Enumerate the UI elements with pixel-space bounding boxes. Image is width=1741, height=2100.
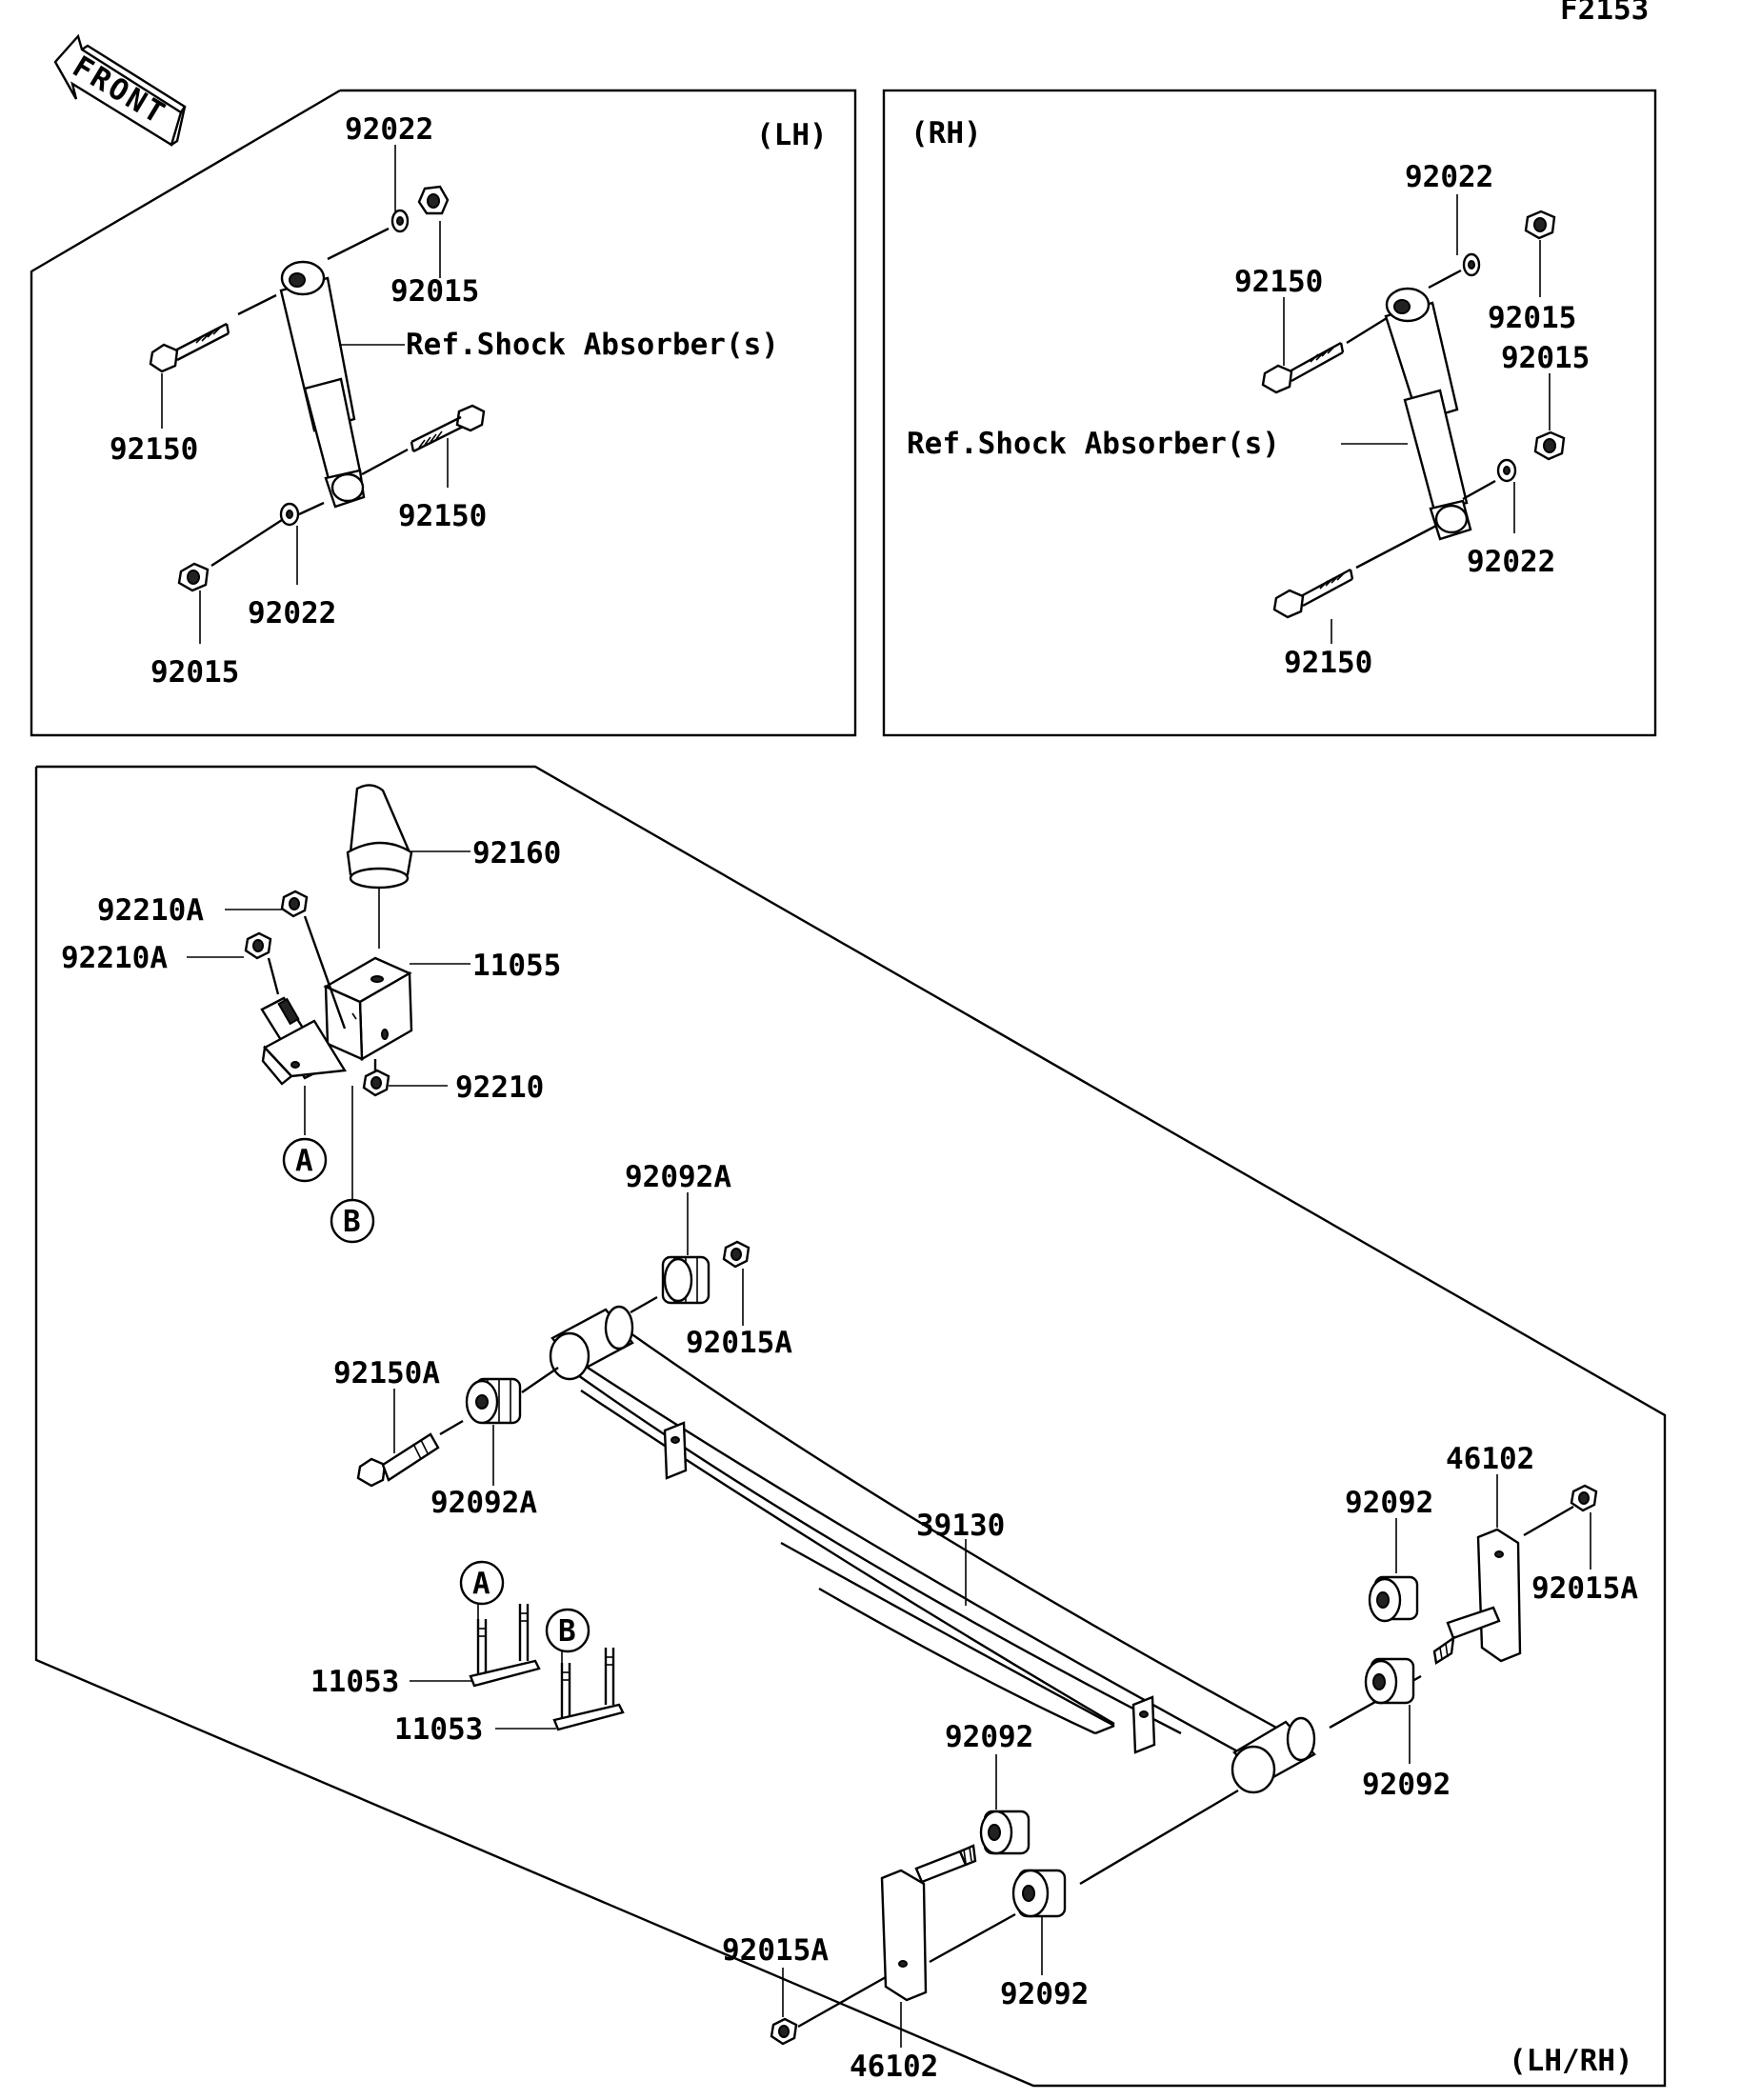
- nut-92015a-bottom: [770, 2017, 798, 2046]
- bracket-left: [260, 996, 348, 1086]
- lh-bolt-left: [149, 322, 230, 373]
- lh-nut-bottom: [177, 562, 210, 592]
- callout-92150a: 92150A: [333, 1356, 440, 1390]
- callout-92015a-right: 92015A: [1531, 1571, 1638, 1606]
- leaf-spring-panel: (LH/RH): [34, 765, 1667, 2088]
- rh-panel: (RH): [882, 89, 1657, 737]
- bushing-92092-mid: [979, 1810, 1031, 1855]
- bump-stop: [346, 784, 413, 890]
- nut-92015a-right: [1570, 1484, 1598, 1512]
- callout-92092-right-bottom: 92092: [1362, 1768, 1451, 1802]
- marker-b-top: B: [330, 1198, 375, 1244]
- bolt-92150a: [356, 1432, 440, 1488]
- front-arrow-icon: FRONT: [53, 33, 187, 147]
- bushing-92092a-top: [661, 1255, 710, 1305]
- marker-b-top-label: B: [343, 1205, 361, 1239]
- callout-46102-bottom: 46102: [850, 2050, 938, 2084]
- callout-11055: 11055: [472, 949, 561, 983]
- callout-92210: 92210: [455, 1070, 544, 1105]
- callout-92092-right-top: 92092: [1345, 1486, 1433, 1520]
- marker-a-bottom: A: [459, 1560, 505, 1606]
- marker-a-top-label: A: [295, 1144, 313, 1178]
- shackle-bottom: [880, 1844, 977, 2002]
- rh-shock-absorber: [1384, 287, 1472, 541]
- bushing-92092a-bottom: [465, 1377, 522, 1425]
- callout-rh-92150-bottom: 92150: [1284, 646, 1372, 680]
- bushing-92092-bottom: [1011, 1869, 1067, 1918]
- rh-nut-top: [1524, 210, 1556, 240]
- bottom-panel-label: (LH/RH): [1509, 2044, 1633, 2078]
- marker-a-top: A: [282, 1137, 328, 1183]
- callout-92210a-2: 92210A: [61, 941, 168, 975]
- callout-lh-92022-bottom: 92022: [248, 596, 336, 630]
- lh-nut-top: [417, 185, 450, 215]
- callout-lh-92150-left: 92150: [110, 432, 198, 467]
- nut-92210a-2: [244, 931, 272, 960]
- ref-shock-absorber-rh: Ref.Shock Absorber(s): [907, 427, 1280, 461]
- callout-92092a-top: 92092A: [625, 1160, 731, 1194]
- bushing-92092-right-bottom: [1364, 1657, 1415, 1705]
- rh-bolt-bottom: [1272, 568, 1354, 619]
- callout-lh-92150-right: 92150: [398, 499, 487, 533]
- callout-92160: 92160: [472, 836, 561, 870]
- ref-shock-absorber-lh: Ref.Shock Absorber(s): [406, 328, 779, 362]
- callout-92092-bottom: 92092: [1000, 1977, 1089, 2011]
- leaf-spring: [549, 1305, 1316, 1794]
- callout-92015a-bottom: 92015A: [722, 1933, 829, 1968]
- marker-a-bottom-label: A: [472, 1567, 490, 1601]
- figure-id: F2153: [1560, 0, 1649, 27]
- u-bolt-b: [552, 1648, 625, 1731]
- callout-rh-92015-mid: 92015: [1501, 341, 1590, 375]
- lh-panel-label: (LH): [756, 118, 828, 152]
- rh-nut-mid: [1533, 430, 1566, 461]
- callout-11053-2: 11053: [394, 1712, 483, 1747]
- callout-92092-mid: 92092: [945, 1720, 1033, 1754]
- callout-lh-92015-bottom: 92015: [150, 655, 239, 690]
- nut-92210: [362, 1069, 390, 1097]
- lh-panel: (LH): [30, 89, 857, 737]
- callout-lh-92022-top: 92022: [345, 112, 433, 147]
- marker-b-bottom-label: B: [558, 1614, 576, 1649]
- callout-46102-right: 46102: [1446, 1442, 1534, 1476]
- callout-92210a-1: 92210A: [97, 893, 204, 928]
- callout-11053-1: 11053: [310, 1665, 399, 1699]
- nut-92015a-top: [722, 1240, 750, 1269]
- callout-rh-92150-top: 92150: [1234, 265, 1323, 299]
- marker-b-bottom: B: [545, 1608, 590, 1653]
- rh-bolt-top: [1261, 341, 1345, 394]
- lh-bolt-right: [410, 404, 486, 453]
- callout-92015a-top: 92015A: [686, 1326, 792, 1360]
- rh-panel-label: (RH): [911, 116, 982, 150]
- bushing-92092-right-top: [1368, 1575, 1419, 1623]
- nut-92210a-1: [280, 890, 309, 918]
- callout-lh-92015-top: 92015: [390, 274, 479, 309]
- callout-rh-92015-top: 92015: [1488, 301, 1576, 335]
- callout-rh-92022-bottom: 92022: [1467, 545, 1555, 579]
- u-bolt-a: [469, 1604, 541, 1688]
- callout-92092a-bottom: 92092A: [430, 1486, 537, 1520]
- callout-39130: 39130: [916, 1509, 1005, 1543]
- lh-shock-absorber: [279, 260, 366, 509]
- callout-rh-92022-top: 92022: [1405, 160, 1493, 194]
- shackle-right: [1432, 1528, 1522, 1665]
